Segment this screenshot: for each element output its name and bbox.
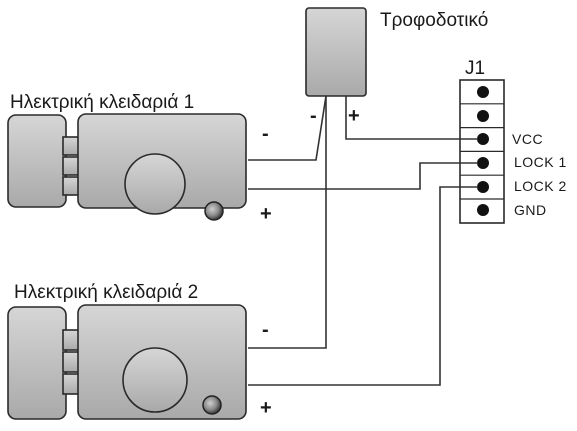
- connector-label: J1: [465, 58, 485, 79]
- wire-lock2-pin-to-lock-2-plus: [248, 186, 478, 386]
- connector-pin-lock1: LOCK 1: [460, 154, 567, 176]
- wire-lock1-pin-to-lock-1-plus: [248, 162, 478, 190]
- wire-psu-plus-to-vcc: [345, 96, 478, 140]
- lock-1-label: Ηλεκτρική κλειδαριά 1: [10, 92, 194, 113]
- power-supply: Τροφοδοτικό - +: [305, 7, 488, 127]
- lock-1-cylinder: [124, 153, 186, 215]
- power-supply-body: [305, 7, 367, 97]
- pin-dot: [477, 181, 489, 193]
- lock-2-cylinder: [122, 347, 188, 413]
- lock-2-label: Ηλεκτρική κλειδαριά 2: [14, 282, 198, 303]
- pin-dot: [477, 204, 489, 216]
- lock-1-strike-plate: [7, 114, 67, 208]
- lock-2-strike-plate: [7, 306, 67, 420]
- lock-2-minus-label: -: [262, 319, 269, 341]
- power-supply-minus-label: -: [310, 105, 317, 127]
- connector-j1: J1 VCC LOCK 1 LOCK 2 GND: [459, 58, 567, 224]
- pin-label-lock2: LOCK 2: [514, 178, 567, 194]
- pin-label-gnd: GND: [514, 202, 547, 218]
- wire-psu-minus-to-lock-1-minus: [248, 95, 327, 161]
- pin-dot: [477, 157, 489, 169]
- electric-lock-2: Ηλεκτρική κλειδαριά 2 - +: [7, 282, 272, 420]
- wiring: [248, 95, 478, 386]
- connector-pin-lock2: LOCK 2: [460, 178, 567, 200]
- pin-label-lock1: LOCK 1: [514, 154, 567, 170]
- wire-psu-minus-to-lock-2-minus: [248, 96, 327, 349]
- connector-pin-2: [460, 110, 504, 129]
- lock-1-minus-label: -: [262, 123, 269, 145]
- lock-2-plus-label: +: [260, 397, 272, 419]
- lock-1-indicator-led: [204, 201, 224, 221]
- pin-dot: [477, 133, 489, 145]
- pin-dot: [477, 110, 489, 122]
- lock-1-plus-label: +: [260, 203, 272, 225]
- lock-2-indicator-led: [202, 395, 222, 415]
- connector-pin-gnd: GND: [477, 202, 547, 218]
- electric-lock-1: Ηλεκτρική κλειδαριά 1 - +: [7, 92, 272, 225]
- power-supply-label: Τροφοδοτικό: [380, 10, 488, 31]
- connector-pin-vcc: VCC: [460, 131, 543, 152]
- power-supply-plus-label: +: [348, 105, 360, 127]
- connector-pin-1: [460, 86, 504, 105]
- pin-dot: [477, 86, 489, 98]
- pin-label-vcc: VCC: [512, 131, 543, 147]
